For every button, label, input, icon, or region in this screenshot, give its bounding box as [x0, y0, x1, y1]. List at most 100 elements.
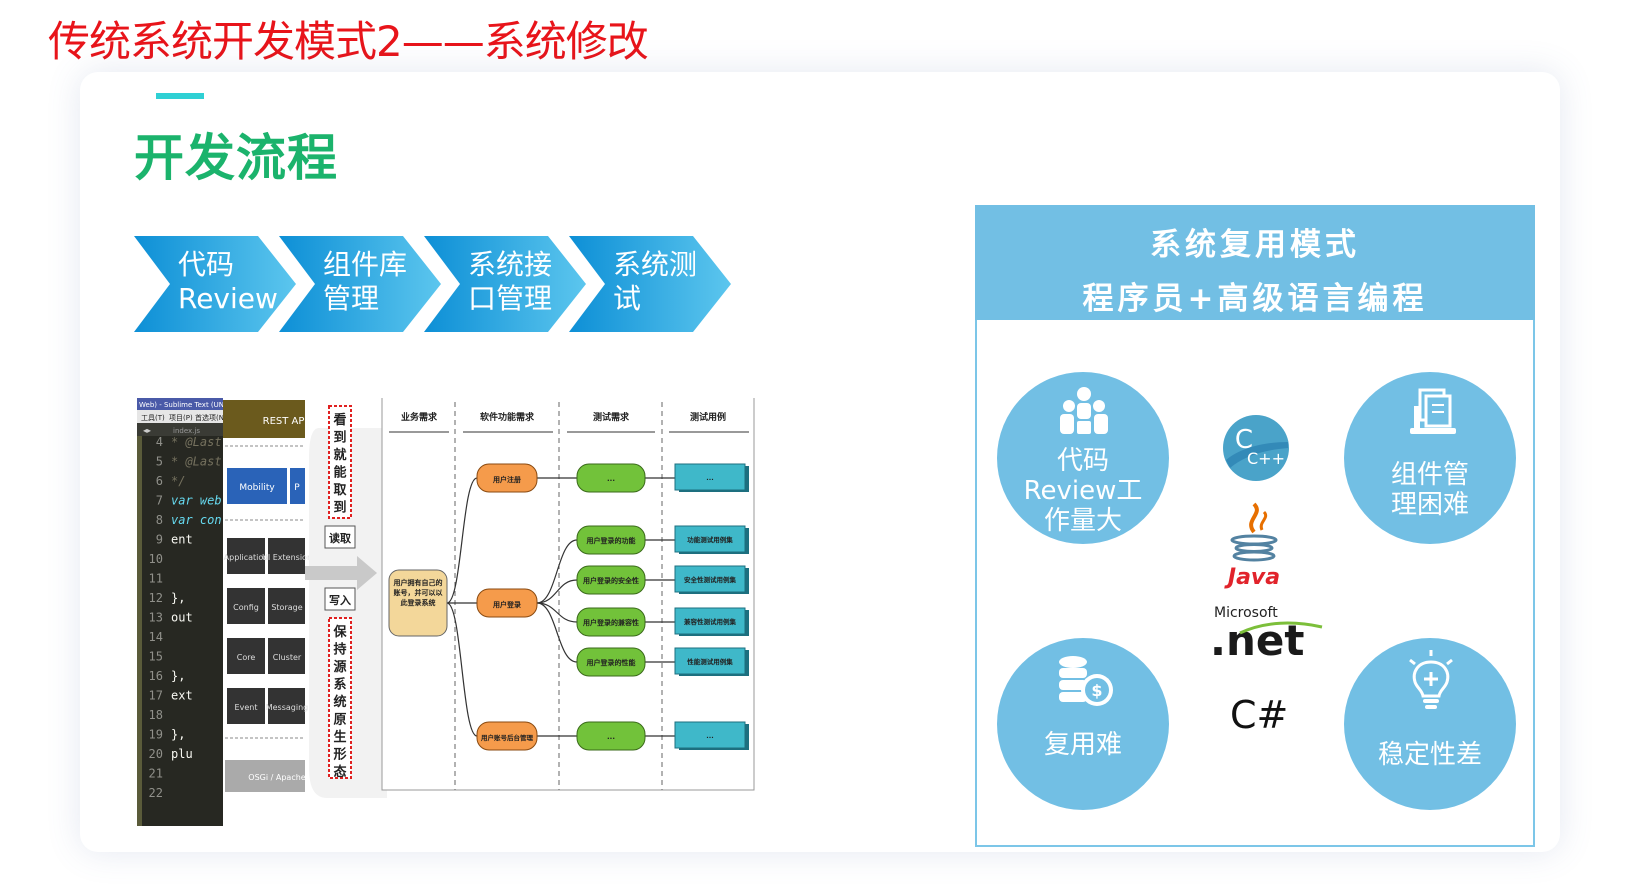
editor-line-number: 12 — [149, 591, 163, 605]
svg-text:$: $ — [1091, 681, 1102, 700]
flow-function-node: 用户账号后台管理 — [480, 733, 534, 742]
editor-line-number: 6 — [156, 474, 163, 488]
flow-requirement-label: 用户登录的性能 — [587, 658, 636, 667]
chevron-shape — [279, 236, 441, 332]
editor-code-line: var web — [171, 494, 222, 508]
process-step-component-library: 组件库管理 — [279, 236, 441, 332]
annotation-char: 统 — [333, 694, 346, 710]
flow-root-node: 用户拥有自己的账号，并可以以此登录系统 — [393, 579, 443, 607]
cpp-logo-c: C — [1235, 425, 1253, 455]
annotation-char: 看 — [333, 412, 346, 428]
annotation-char: 到 — [333, 431, 346, 446]
dotnet-logo: Microsoft .net — [1210, 605, 1323, 665]
step-label-line1: 组件库 — [323, 248, 408, 281]
arch-header: REST API — [263, 416, 308, 427]
write-label: 写入 — [329, 594, 351, 607]
flow-case-node — [674, 607, 746, 635]
editor-line-number: 19 — [149, 728, 163, 742]
circle-text: Review工 — [1023, 476, 1143, 506]
editor-line-number: 9 — [156, 533, 163, 547]
flow-requirement-node — [576, 647, 646, 677]
tab-arrows-icon: ◂▸ — [143, 426, 151, 435]
editor-line-number: 16 — [149, 669, 163, 683]
page-title: 传统系统开发模式2——系统修改 — [48, 17, 649, 66]
requirements-flow-diagram: 业务需求 软件功能需求 测试需求 测试用例 用户拥有自 — [381, 398, 755, 791]
flow-column-header: 软件功能需求 — [480, 411, 535, 423]
step-label-line2: 口管理 — [468, 282, 553, 315]
editor-code-line: * @Last — [171, 455, 222, 469]
flow-requirement-label: ... — [607, 475, 615, 483]
accent-bar — [156, 93, 204, 99]
arch-block: P — [294, 483, 300, 493]
arch-block: UI Extension — [262, 553, 312, 562]
annotation-char: 原 — [333, 713, 346, 728]
circle-text: 作量大 — [1043, 506, 1122, 536]
arch-block: Messaging — [266, 703, 309, 712]
editor-line-number: 5 — [156, 455, 163, 469]
flow-case-node — [674, 721, 746, 749]
editor-line-number: 11 — [149, 572, 163, 586]
process-step-system-test: 系统测试 — [569, 236, 731, 332]
editor-code-line: out — [171, 611, 193, 625]
annotation-char: 系 — [333, 677, 346, 693]
flow-requirement-label: 用户登录的安全性 — [583, 576, 639, 585]
flow-requirement-nodes: ... 用户登录的功能用户登录的安全性用户登录的兼容性用户登录的性能... — [576, 463, 646, 751]
flow-requirement-node — [576, 607, 646, 637]
editor-line-number: 14 — [149, 630, 163, 644]
arch-block: Application — [224, 553, 269, 562]
flow-case-label: 安全性测试用例集 — [684, 575, 737, 584]
flow-requirement-label: ... — [607, 733, 615, 741]
document-stack-icon — [1410, 388, 1456, 434]
java-logo-text: Java — [1224, 565, 1280, 590]
flow-requirement-label: 用户登录的功能 — [587, 536, 636, 545]
flow-case-node — [674, 525, 746, 553]
flow-case-node — [674, 647, 746, 675]
chevron-shape — [424, 236, 586, 332]
editor-menu-item: 工具(T) — [141, 414, 165, 422]
circle-reuse-difficulty: $ 复用难 — [997, 638, 1169, 810]
editor-code-line: ent — [171, 533, 193, 547]
editor-menu-item: 首选项(N) — [195, 413, 227, 422]
flow-requirement-node — [576, 721, 646, 751]
editor-title: Web) - Sublime Text (UNRE — [139, 401, 233, 409]
flow-function-node: 用户注册 — [493, 475, 521, 484]
step-label-line1: 系统测 — [613, 248, 698, 281]
annotation-char: 源 — [333, 659, 346, 675]
editor-line-number: 8 — [156, 513, 163, 527]
csharp-logo: C# — [1230, 693, 1288, 737]
cpp-logo-cpp: C++ — [1247, 449, 1285, 468]
editor-code-line: }, — [171, 669, 185, 683]
java-logo: Java — [1224, 502, 1280, 590]
circle-stability: 稳定性差 — [1344, 638, 1516, 810]
flow-case-node — [674, 463, 746, 491]
annotation-char: 取 — [333, 483, 347, 498]
annotation-char: 持 — [333, 642, 346, 658]
chevron-shape — [134, 236, 296, 332]
circle-component-management: 组件管理困难 — [1344, 372, 1516, 544]
circle-text: 代码 — [1056, 446, 1109, 476]
annotation-char: 形 — [333, 748, 346, 763]
annotation-char: 态 — [333, 764, 346, 780]
dotnet-logo-microsoft: Microsoft — [1214, 605, 1278, 621]
chevron-shape — [569, 236, 731, 332]
flow-function-node: 用户登录 — [493, 600, 521, 609]
arch-grid: Application UI Extension Config Storage … — [224, 538, 312, 724]
cpp-logo: C C++ — [1223, 415, 1289, 481]
editor-line-number: 10 — [149, 552, 163, 566]
editor-line-number: 20 — [149, 747, 163, 761]
circle-text: 复用难 — [1043, 730, 1122, 760]
flow-requirement-label: 用户登录的兼容性 — [583, 618, 639, 627]
architecture-screenshot: REST API Mobility P Application UI Exten… — [223, 398, 312, 826]
flow-case-label: 功能测试用例集 — [687, 535, 733, 544]
step-label-line1: 代码 — [178, 248, 235, 281]
flow-column-header: 测试用例 — [690, 411, 726, 423]
flow-case-label: ... — [706, 474, 713, 482]
arch-block: Config — [233, 603, 259, 612]
flow-case-nodes: ...功能测试用例集安全性测试用例集兼容性测试用例集性能测试用例集... — [674, 463, 749, 750]
code-editor-screenshot: Web) - Sublime Text (UNRE 工具(T) 项目(P) 首选… — [137, 398, 233, 826]
flow-case-node — [674, 565, 746, 593]
editor-line-number: 15 — [149, 650, 163, 664]
